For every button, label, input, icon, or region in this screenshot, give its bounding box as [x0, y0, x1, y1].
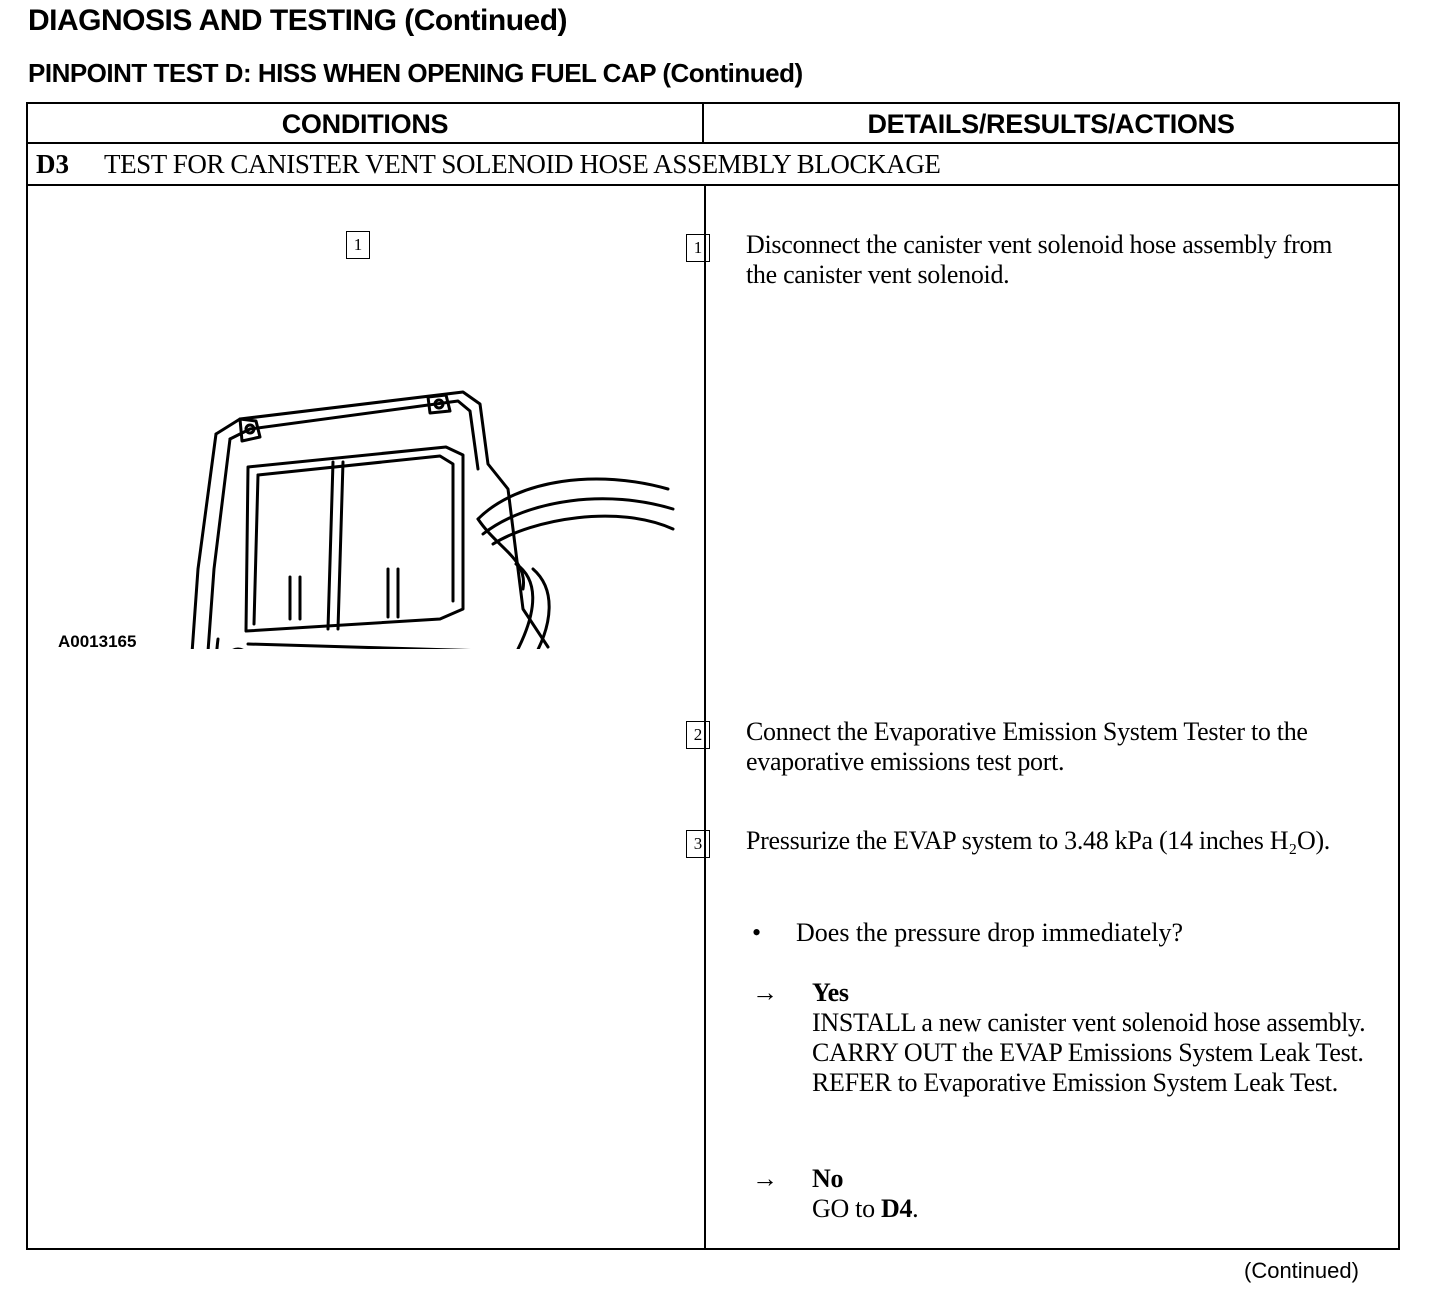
continued-footer: (Continued)	[1244, 1258, 1359, 1283]
step-text: Disconnect the canister vent solenoid ho…	[746, 230, 1333, 289]
step-text: Connect the Evaporative Emission System …	[746, 717, 1308, 776]
question-text: Does the pressure drop immediately?	[796, 918, 1183, 947]
step-number: 3	[686, 830, 710, 858]
step-2: 2 Connect the Evaporative Emission Syste…	[686, 717, 1366, 776]
step-id: D3	[36, 149, 69, 179]
result-label: Yes	[812, 978, 849, 1007]
step-3: 3 Pressurize the EVAP system to 3.48 kPa…	[686, 826, 1366, 858]
step-title-row: D3 TEST FOR CANISTER VENT SOLENOID HOSE …	[28, 144, 1398, 186]
arrow-right-icon: →	[752, 978, 778, 1007]
question: • Does the pressure drop immediately?	[752, 918, 1183, 948]
step-number: 1	[686, 234, 710, 262]
result-text: INSTALL a new canister vent solenoid hos…	[812, 1008, 1366, 1097]
goto-step-link[interactable]: D4	[880, 1194, 913, 1223]
step-1: 1 Disconnect the canister vent solenoid …	[686, 230, 1366, 289]
canister-vent-solenoid-illustration	[190, 390, 675, 649]
step-text: Pressurize the EVAP system to 3.48 kPa (…	[746, 826, 1331, 855]
conditions-header: CONDITIONS	[28, 104, 704, 144]
result-text-suffix: .	[912, 1194, 919, 1223]
test-title: PINPOINT TEST D: HISS WHEN OPENING FUEL …	[28, 58, 803, 88]
figure-callout: 1	[346, 231, 370, 259]
arrow-right-icon: →	[752, 1164, 778, 1193]
column-divider	[704, 186, 706, 1248]
bullet: •	[752, 918, 762, 947]
step-title: TEST FOR CANISTER VENT SOLENOID HOSE ASS…	[104, 149, 941, 179]
test-table: CONDITIONS DETAILS/RESULTS/ACTIONS D3 TE…	[26, 102, 1400, 1250]
result-label: No	[812, 1164, 844, 1193]
result-text-prefix: GO to	[812, 1194, 881, 1223]
details-header: DETAILS/RESULTS/ACTIONS	[704, 104, 1398, 144]
figure-code: A0013165	[58, 632, 137, 651]
step-number: 2	[686, 721, 710, 749]
page-title: DIAGNOSIS AND TESTING (Continued)	[28, 4, 568, 37]
